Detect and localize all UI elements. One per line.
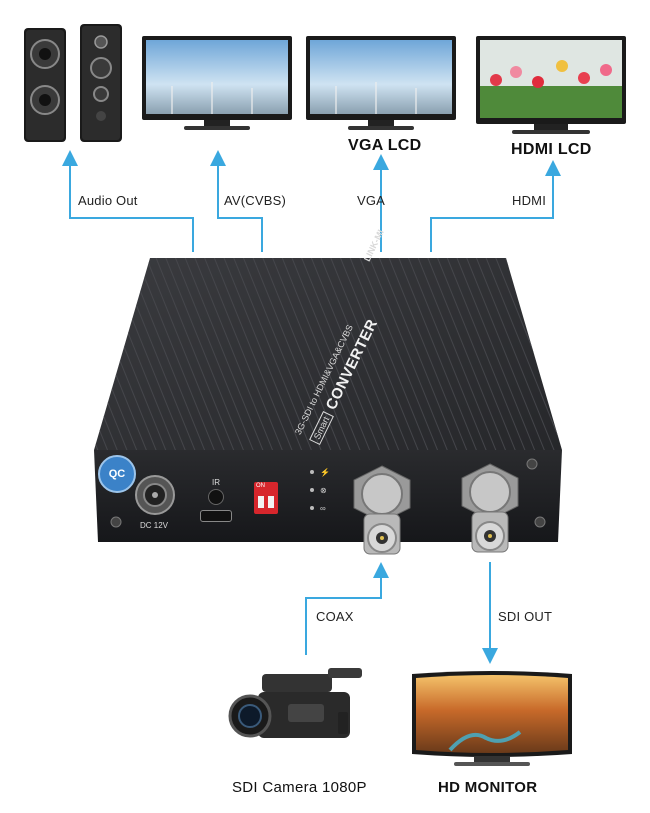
dip-switch: ON — [254, 482, 278, 514]
hd-monitor-label: HD MONITOR — [438, 779, 538, 796]
lcd-monitor-icon — [142, 36, 292, 130]
dc-12v-label: DC 12V — [140, 521, 169, 530]
speaker-icon — [24, 24, 122, 142]
audio-out-label: Audio Out — [78, 193, 138, 208]
lcd-monitor-icon — [476, 36, 626, 134]
svg-text:∞: ∞ — [320, 504, 326, 513]
hdmi-label: HDMI — [512, 193, 547, 208]
vga-lcd-label: VGA LCD — [348, 137, 422, 154]
hdmi-arrow — [430, 160, 561, 252]
dc-power-jack — [135, 475, 175, 515]
vga-label: VGA — [357, 193, 386, 208]
video-camera-icon — [228, 668, 362, 738]
bnc-connector-icon — [461, 463, 519, 553]
ir-label: IR — [212, 478, 220, 487]
status-leds: ⚡ ⊗ ∞ — [310, 467, 330, 513]
bnc-connector-icon — [353, 465, 411, 555]
micro-usb-port — [200, 510, 232, 522]
dip-on-label: ON — [256, 483, 265, 489]
svg-text:⊗: ⊗ — [320, 486, 327, 495]
av-arrow — [210, 150, 263, 252]
coax-arrow — [305, 562, 389, 655]
svg-text:⚡: ⚡ — [320, 467, 330, 477]
smart-badge: Smart — [308, 410, 334, 445]
hdmi-lcd-label: HDMI LCD — [511, 141, 592, 158]
coax-label: COAX — [316, 609, 354, 624]
audio-arrow — [62, 150, 194, 252]
sdi-camera-label: SDI Camera 1080P — [232, 779, 367, 796]
lcd-monitor-icon — [306, 36, 456, 130]
sdi-out-label: SDI OUT — [498, 609, 553, 624]
av-cvbs-label: AV(CVBS) — [224, 193, 287, 208]
ir-sensor — [208, 489, 224, 505]
hd-monitor-icon — [412, 671, 572, 766]
qc-sticker: QC — [98, 455, 136, 493]
